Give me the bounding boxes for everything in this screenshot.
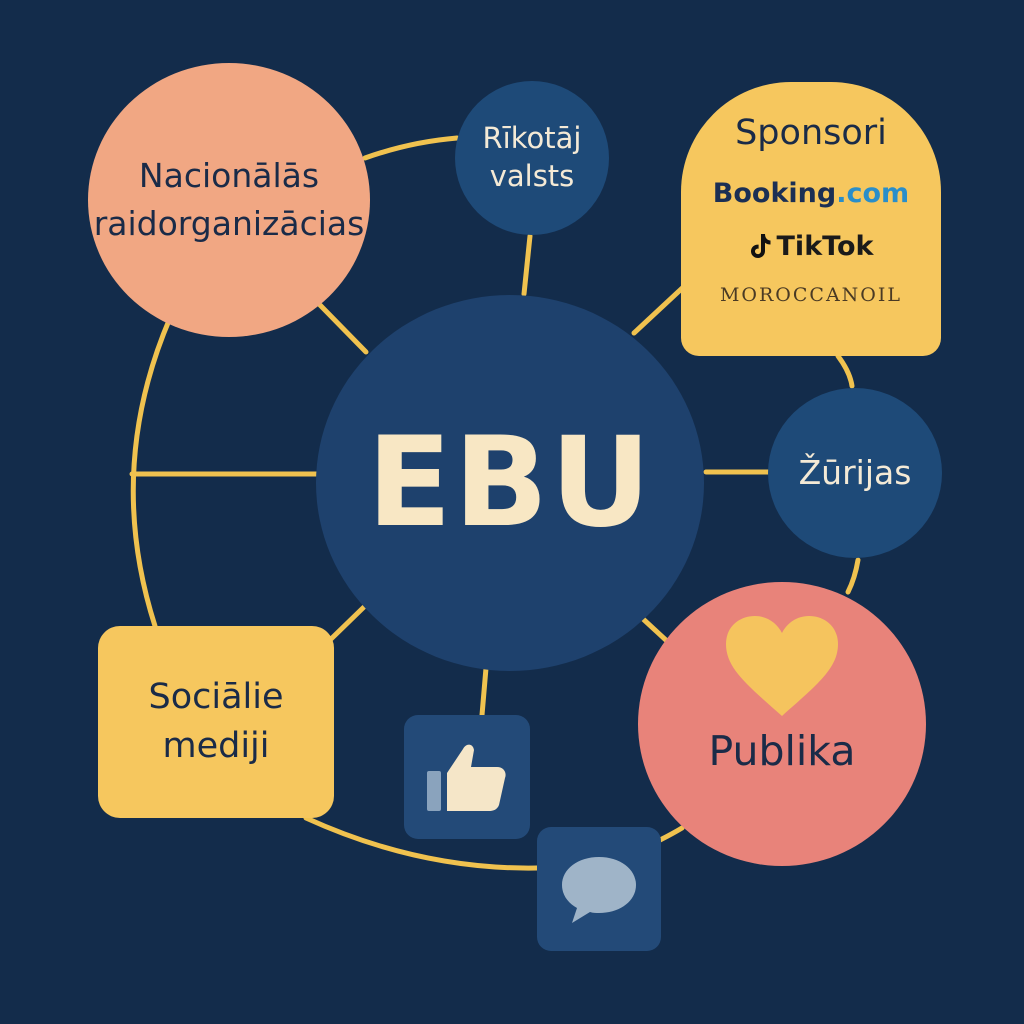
host-country-node: Rīkotāj valsts bbox=[455, 81, 609, 235]
thumbs-up-icon bbox=[427, 744, 506, 811]
booking-logo: Booking.com bbox=[713, 178, 909, 209]
ebu-center-node: EBU bbox=[316, 295, 704, 671]
chat-tile bbox=[537, 827, 661, 951]
booking-logo-main: Booking bbox=[712, 177, 837, 209]
host-label-line2: valsts bbox=[489, 159, 575, 193]
spoke-social bbox=[327, 603, 368, 643]
broadcasters-node: Nacionālās raidorganizācias bbox=[88, 63, 370, 337]
ring-arc-top bbox=[362, 135, 460, 161]
ring-arc-left bbox=[130, 315, 173, 629]
spoke-broadcasters bbox=[317, 302, 369, 355]
like-tile bbox=[404, 715, 530, 839]
ring-arc-right-bottom bbox=[845, 557, 861, 595]
moroccanoil-logo: MOROCCANOIL bbox=[719, 283, 903, 306]
ring-arc-bottom bbox=[303, 815, 540, 871]
heart-icon bbox=[726, 616, 838, 716]
juries-label: Žūrijas bbox=[798, 453, 912, 493]
spoke-audience bbox=[639, 615, 671, 645]
broadcasters-label-line2: raidorganizācias bbox=[93, 204, 365, 243]
audience-label: Publika bbox=[708, 727, 856, 775]
social-media-node: Sociālie mediji bbox=[98, 626, 334, 818]
ring-arc-bottom-right bbox=[657, 825, 685, 843]
tiktok-icon bbox=[750, 234, 771, 259]
tiktok-label: TikTok bbox=[776, 230, 874, 262]
ebu-label: EBU bbox=[367, 410, 653, 555]
social-label-line2: mediji bbox=[162, 726, 270, 766]
spoke-like bbox=[479, 665, 489, 718]
ring-arc-right-top bbox=[835, 353, 855, 389]
audience-node: Publika bbox=[638, 582, 926, 866]
speech-bubble-icon bbox=[562, 857, 636, 923]
spoke-host bbox=[521, 233, 533, 297]
booking-logo-suffix: .com bbox=[836, 177, 910, 209]
juries-node: Žūrijas bbox=[768, 388, 942, 558]
social-label-line1: Sociālie bbox=[148, 677, 284, 717]
host-label-line1: Rīkotāj bbox=[482, 121, 582, 156]
broadcasters-label-line1: Nacionālās bbox=[138, 156, 320, 196]
sponsors-title: Sponsori bbox=[735, 113, 887, 153]
sponsors-node: Sponsori Booking.com TikTok MOROCCANOIL bbox=[681, 82, 941, 356]
tiktok-logo: TikTok bbox=[749, 230, 874, 262]
